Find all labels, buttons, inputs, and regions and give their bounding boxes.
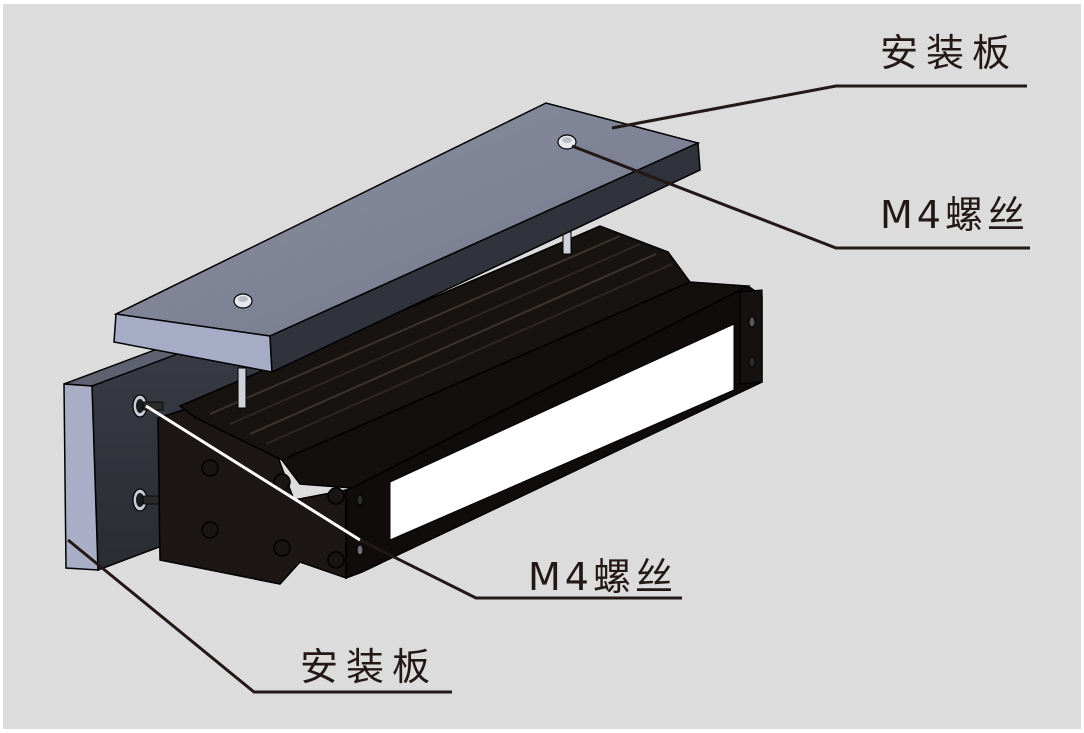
leader-line-screw-bottom-white [145, 404, 361, 542]
leader-line-plate-top [611, 84, 1027, 130]
top-screw-head-right [557, 134, 577, 150]
callout-mounting-plate-top: 安装板 [880, 31, 1019, 75]
bar-light-body [157, 225, 763, 585]
side-screw-lower [132, 488, 164, 512]
leader-line-plate-bottom [67, 538, 452, 694]
top-mounting-plate [113, 102, 701, 409]
top-screw-head-left [233, 293, 253, 309]
leader-lines [67, 84, 1030, 694]
leader-line-screw-bottom [359, 538, 682, 600]
callout-m4-screw-top: M4螺丝 [880, 193, 1029, 237]
leader-line-screw-top [571, 144, 1030, 250]
callout-m4-screw-bottom: M4螺丝 [528, 555, 677, 599]
light-emitting-window [389, 323, 735, 541]
callout-mounting-plate-bottom: 安装板 [300, 645, 439, 689]
